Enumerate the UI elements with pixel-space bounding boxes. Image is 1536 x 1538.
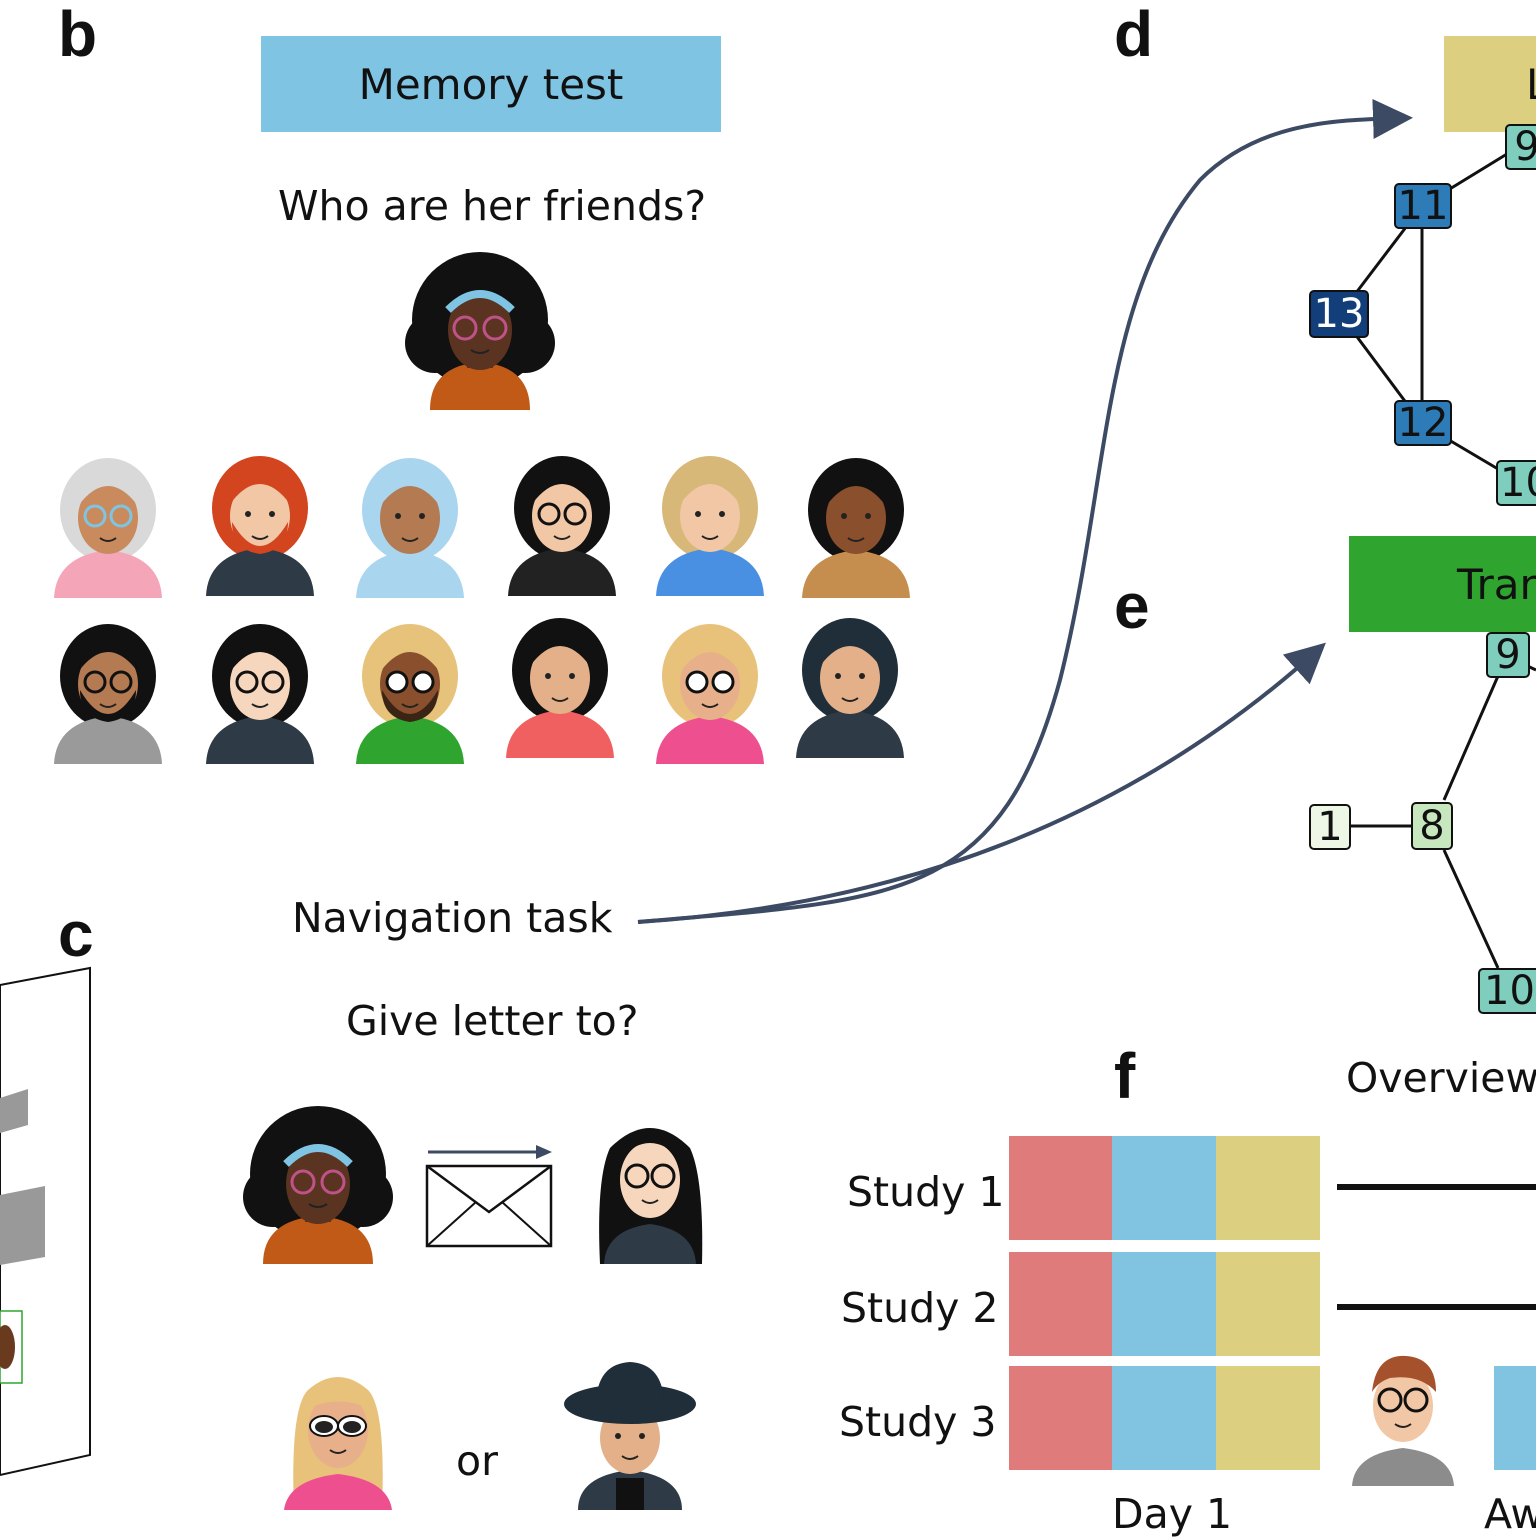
- study-2-block-yellow: [1216, 1252, 1320, 1356]
- panel-letter-d: d: [1114, 0, 1154, 70]
- study-3-label: Study 3: [839, 1398, 997, 1446]
- overview-title: Overview: [1346, 1054, 1536, 1102]
- panel-letter-e: e: [1114, 570, 1150, 642]
- friend-avatar: [656, 456, 764, 596]
- friend-avatar: [802, 458, 910, 598]
- study-3-block-blue: [1112, 1366, 1216, 1470]
- study-1-block-yellow: [1216, 1136, 1320, 1240]
- target-avatar: [405, 252, 555, 410]
- graph-d-node-10: 10: [1496, 460, 1536, 506]
- study-3-later-block: [1494, 1366, 1536, 1470]
- panel-letter-c: c: [58, 898, 94, 970]
- e-banner: Tran: [1349, 536, 1536, 632]
- study-3-block-red: [1009, 1366, 1112, 1470]
- study-1-label: Study 1: [847, 1168, 1005, 1216]
- graph-e-node-9: 9: [1486, 632, 1530, 678]
- arrow-to-d: [637, 98, 1413, 924]
- memory-test-label: Memory test: [358, 59, 624, 109]
- panel-letter-f: f: [1114, 1040, 1136, 1112]
- graph-d-node-12: 12: [1394, 400, 1452, 446]
- study-1-block-red: [1009, 1136, 1112, 1240]
- memory-question: Who are her friends?: [278, 182, 707, 230]
- study-1-timeline: [1337, 1184, 1536, 1190]
- d-banner-label: L: [1444, 60, 1536, 109]
- friend-avatar: [508, 456, 616, 596]
- graph-e-node-8: 8: [1411, 802, 1453, 850]
- friend-avatar: [796, 618, 904, 758]
- day-1-label: Day 1: [1112, 1490, 1233, 1538]
- friend-avatar: [54, 458, 162, 598]
- friend-avatar: [206, 624, 314, 764]
- screen-mockup: [0, 966, 91, 1477]
- e-banner-label: Tran: [1457, 559, 1536, 609]
- memory-test-banner: Memory test: [261, 36, 721, 132]
- d-banner: L: [1444, 36, 1536, 132]
- graph-d-node-11: 11: [1394, 183, 1452, 229]
- or-label: or: [456, 1437, 498, 1485]
- arrow-to-e: [637, 642, 1326, 924]
- study-2-timeline: [1337, 1304, 1536, 1310]
- friend-avatar: [506, 618, 614, 758]
- study-2-block-blue: [1112, 1252, 1216, 1356]
- graph-e-node-10: 10: [1478, 968, 1536, 1014]
- study-2-block-red: [1009, 1252, 1112, 1356]
- sender-avatar: [243, 1106, 393, 1264]
- friend-avatar: [356, 624, 464, 764]
- choice-avatar-blonde: [284, 1377, 392, 1510]
- graph-e-node-1: 1: [1309, 804, 1351, 850]
- panel-letter-b: b: [58, 0, 98, 70]
- study-3-avatar: [1352, 1355, 1454, 1486]
- study-2-label: Study 2: [841, 1284, 999, 1332]
- friend-avatar: [356, 458, 464, 598]
- study-1-block-blue: [1112, 1136, 1216, 1240]
- study-3-block-yellow: [1216, 1366, 1320, 1470]
- friend-avatar: [656, 624, 764, 764]
- recipient-avatar: [599, 1128, 703, 1264]
- later-session-label: Aw: [1484, 1490, 1536, 1538]
- graph-d-node-9: 9: [1505, 124, 1536, 170]
- friend-avatar: [206, 456, 314, 596]
- friend-avatar: [54, 624, 162, 764]
- graph-d-node-13: 13: [1309, 290, 1369, 338]
- navigation-question: Give letter to?: [346, 997, 639, 1045]
- envelope-icon: [425, 1145, 553, 1248]
- navigation-task-label: Navigation task: [292, 894, 613, 942]
- choice-avatar-hat: [564, 1362, 696, 1510]
